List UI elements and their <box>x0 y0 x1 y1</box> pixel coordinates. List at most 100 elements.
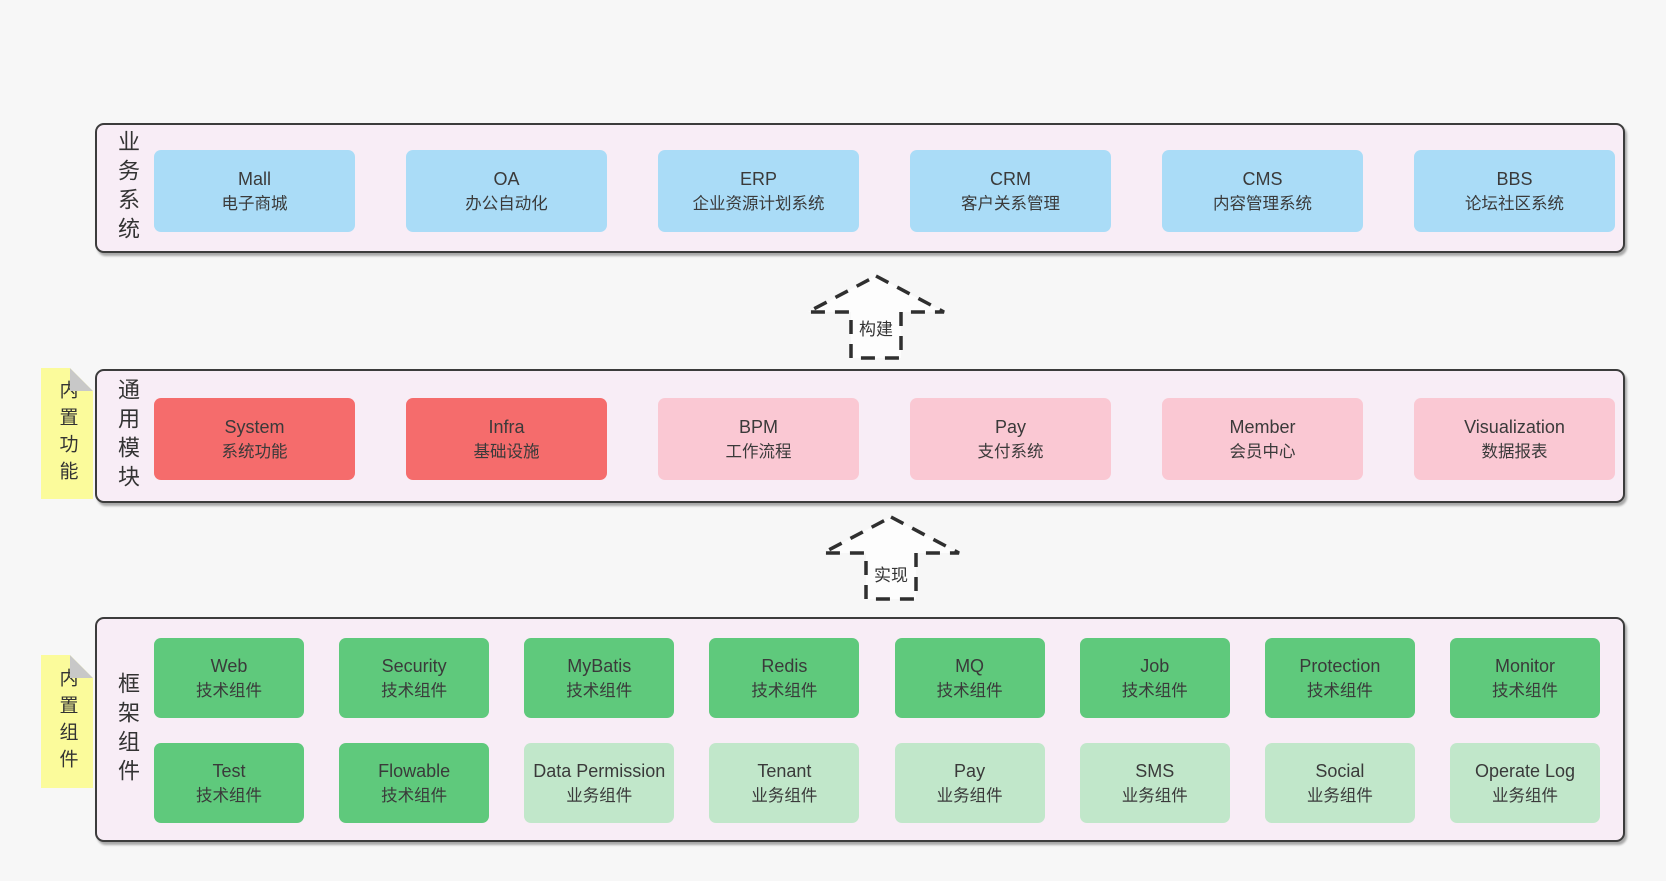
box-subtitle: 技术组件 <box>381 681 448 700</box>
box-subtitle: 技术组件 <box>1306 681 1373 700</box>
box-title: BBS <box>1496 168 1533 189</box>
box-subtitle: 技术组件 <box>381 786 448 805</box>
framework-box-row-1: Web 技术组件 Security 技术组件 MyBatis 技术组件 Redi… <box>154 638 1600 718</box>
build-arrow-label: 构建 <box>856 314 896 341</box>
box-title: Pay <box>954 760 986 781</box>
box-oa: OA 办公自动化 <box>406 150 607 232</box>
box-protection: Protection 技术组件 <box>1264 638 1415 718</box>
box-subtitle: 系统功能 <box>221 442 288 461</box>
sticky-note-built-in-features: 内置功能 <box>41 368 93 499</box>
box-title: Job <box>1140 655 1170 676</box>
box-operate-log: Operate Log 业务组件 <box>1449 743 1600 823</box>
layer-business-systems: 业务系统 Mall 电子商城 OA 办公自动化 ERP 企业资源计划系统 CRM… <box>95 123 1625 253</box>
modules-box-row: System 系统功能 Infra 基础设施 BPM 工作流程 Pay 支付系统… <box>154 398 1615 480</box>
layer-title-text: 业务系统 <box>115 130 140 246</box>
box-subtitle: 办公自动化 <box>465 194 548 213</box>
box-crm: CRM 客户关系管理 <box>910 150 1111 232</box>
layer-title-text: 通用模块 <box>115 378 140 494</box>
box-subtitle: 业务组件 <box>566 786 633 805</box>
box-flowable: Flowable 技术组件 <box>339 743 490 823</box>
box-title: Social <box>1315 760 1365 781</box>
box-mybatis: MyBatis 技术组件 <box>524 638 675 718</box>
box-sms: SMS 业务组件 <box>1079 743 1230 823</box>
box-web: Web 技术组件 <box>154 638 304 718</box>
box-subtitle: 业务组件 <box>1306 786 1373 805</box>
box-subtitle: 客户关系管理 <box>961 194 1060 213</box>
box-bbs: BBS 论坛社区系统 <box>1414 150 1615 232</box>
box-redis: Redis 技术组件 <box>709 638 860 718</box>
box-security: Security 技术组件 <box>339 638 490 718</box>
box-title: OA <box>493 168 520 189</box>
box-title: Pay <box>994 416 1027 437</box>
box-title: Redis <box>761 655 808 676</box>
box-title: Monitor <box>1494 655 1555 676</box>
box-social: Social 业务组件 <box>1264 743 1415 823</box>
layer-framework-components: 框架组件 Web 技术组件 Security 技术组件 MyBatis 技术组件… <box>95 617 1625 842</box>
box-title: Member <box>1229 416 1296 437</box>
box-pay-component: Pay 业务组件 <box>894 743 1045 823</box>
box-subtitle: 技术组件 <box>1121 681 1188 700</box>
box-subtitle: 企业资源计划系统 <box>692 194 825 213</box>
box-member: Member 会员中心 <box>1162 398 1363 480</box>
sticky-note-label: 内置组件 <box>56 667 78 776</box>
box-infra: Infra 基础设施 <box>406 398 607 480</box>
box-mq: MQ 技术组件 <box>894 638 1045 718</box>
box-title: Security <box>381 655 447 676</box>
box-mall: Mall 电子商城 <box>154 150 355 232</box>
box-title: ERP <box>739 168 777 189</box>
box-subtitle: 技术组件 <box>196 786 262 805</box>
layer-title-text: 框架组件 <box>115 671 140 788</box>
build-arrow-icon: 构建 <box>806 273 946 361</box>
box-erp: ERP 企业资源计划系统 <box>658 150 859 232</box>
layer-title-business: 业务系统 <box>105 125 149 251</box>
box-title: MyBatis <box>567 655 632 676</box>
box-subtitle: 技术组件 <box>1491 681 1558 700</box>
box-subtitle: 基础设施 <box>473 442 540 461</box>
box-subtitle: 工作流程 <box>725 442 792 461</box>
box-title: CRM <box>990 168 1031 189</box>
box-job: Job 技术组件 <box>1079 638 1230 718</box>
business-box-row: Mall 电子商城 OA 办公自动化 ERP 企业资源计划系统 CRM 客户关系… <box>154 150 1615 232</box>
box-tenant: Tenant 业务组件 <box>709 743 860 823</box>
box-subtitle: 技术组件 <box>751 681 818 700</box>
framework-box-row-2: Test 技术组件 Flowable 技术组件 Data Permission … <box>154 743 1600 823</box>
implement-arrow-label: 实现 <box>871 560 911 587</box>
box-cms: CMS 内容管理系统 <box>1162 150 1363 232</box>
box-title: Web <box>210 655 248 676</box>
box-subtitle: 内容管理系统 <box>1213 194 1312 213</box>
box-subtitle: 会员中心 <box>1229 442 1296 461</box>
layer-title-modules: 通用模块 <box>105 371 149 501</box>
box-subtitle: 技术组件 <box>936 681 1003 700</box>
box-test: Test 技术组件 <box>154 743 304 823</box>
box-title: Data Permission <box>533 760 666 781</box>
box-title: Test <box>212 760 246 781</box>
box-subtitle: 业务组件 <box>936 786 1003 805</box>
box-subtitle: 业务组件 <box>1491 786 1558 805</box>
layer-title-framework: 框架组件 <box>105 619 149 840</box>
box-title: Visualization <box>1464 416 1565 437</box>
box-title: System <box>224 416 285 437</box>
box-subtitle: 技术组件 <box>566 681 633 700</box>
sticky-note-built-in-components: 内置组件 <box>41 655 93 788</box>
box-title: MQ <box>955 655 985 676</box>
box-title: BPM <box>738 416 778 437</box>
box-subtitle: 论坛社区系统 <box>1465 194 1564 213</box>
box-subtitle: 业务组件 <box>751 786 818 805</box>
layer-common-modules: 通用模块 System 系统功能 Infra 基础设施 BPM 工作流程 Pay… <box>95 369 1625 503</box>
box-subtitle: 技术组件 <box>196 681 262 700</box>
box-title: Tenant <box>757 760 812 781</box>
box-visualization: Visualization 数据报表 <box>1414 398 1615 480</box>
sticky-note-label: 内置功能 <box>56 379 78 488</box>
box-subtitle: 数据报表 <box>1481 442 1548 461</box>
box-system: System 系统功能 <box>154 398 355 480</box>
box-subtitle: 电子商城 <box>221 194 288 213</box>
implement-arrow-icon: 实现 <box>821 514 961 602</box>
box-bpm: BPM 工作流程 <box>658 398 859 480</box>
box-title: Mall <box>237 168 271 189</box>
box-title: Protection <box>1299 655 1381 676</box>
box-title: Operate Log <box>1474 760 1576 781</box>
box-monitor: Monitor 技术组件 <box>1449 638 1600 718</box>
box-title: Infra <box>488 416 525 437</box>
box-subtitle: 业务组件 <box>1121 786 1188 805</box>
